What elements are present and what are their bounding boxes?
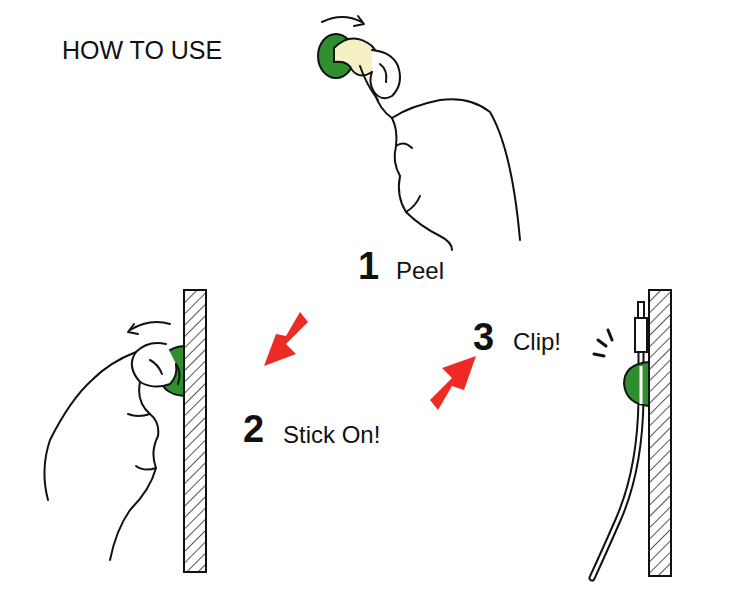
step-label: Stick On! xyxy=(283,423,380,447)
step-number: 2 xyxy=(243,410,264,448)
wall xyxy=(649,290,671,576)
step-number: 1 xyxy=(358,247,379,285)
click-marks xyxy=(594,330,612,356)
plug xyxy=(635,318,647,352)
peel-illustration xyxy=(318,16,520,250)
stick-illustration xyxy=(44,290,206,572)
step-label: Peel xyxy=(396,259,444,283)
wall xyxy=(184,290,206,572)
step-arrow xyxy=(264,312,308,366)
plug-tip xyxy=(638,302,644,318)
step-label: Clip! xyxy=(513,330,561,354)
step-arrow xyxy=(430,356,476,410)
heading: HOW TO USE xyxy=(62,38,222,63)
step-number: 3 xyxy=(473,318,494,356)
clip-illustration xyxy=(592,290,671,578)
clip-dome xyxy=(624,362,649,406)
